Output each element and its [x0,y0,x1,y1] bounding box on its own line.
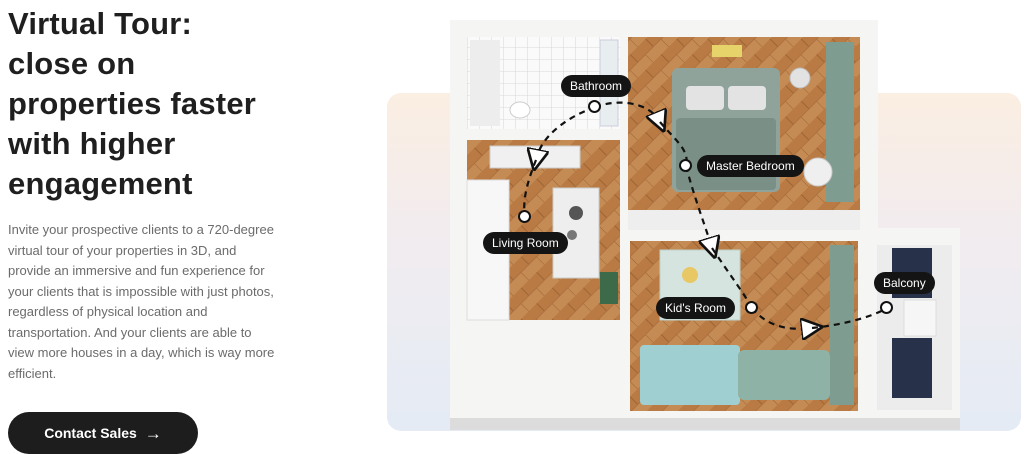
kids-curtain [830,245,854,405]
living-room-tag[interactable]: Living Room [483,232,568,254]
tour-path [684,165,712,248]
hero-title-line: Virtual Tour: [8,6,193,41]
arrow-right-icon: → [144,423,162,443]
bathroom-wall-panel [470,40,500,126]
hero-title-line: close on [8,46,136,81]
bathroom-waypoint[interactable] [588,100,601,113]
living-room-waypoint[interactable] [518,210,531,223]
balcony-blinds [903,299,937,337]
tour-path [594,101,660,122]
kids-bed [640,345,740,405]
master-bed-blanket [676,118,776,190]
kids-room-tag[interactable]: Kid's Room [656,297,735,319]
tour-path [536,105,596,160]
kids-sofa [738,350,830,400]
hero-title-line: properties faster [8,86,257,121]
kids-rug-dot [682,267,698,283]
balcony-curtain [892,338,932,398]
master-bedroom-waypoint[interactable] [679,159,692,172]
master-bedroom-tag[interactable]: Master Bedroom [697,155,804,177]
desk-lamp [712,45,742,57]
master-bedroom-rug [628,210,860,230]
master-bed-pillow [686,86,724,110]
tour-path [751,307,812,329]
tour-path [523,159,538,218]
kids-room-waypoint[interactable] [745,301,758,314]
contact-sales-button[interactable]: Contact Sales → [8,412,198,454]
hero-title-line: engagement [8,166,193,201]
contact-sales-label: Contact Sales [44,425,137,441]
side-table [789,67,811,89]
plant [600,272,618,304]
floorplan-shadow [450,418,960,430]
hero-title-line: with higher [8,126,176,161]
bathroom-tag[interactable]: Bathroom [561,75,632,97]
balcony-tag[interactable]: Balcony [874,272,935,294]
chair [803,157,833,187]
table-decor [567,230,577,240]
hero-description: Invite your prospective clients to a 720… [8,222,275,381]
hero-title: Virtual Tour: close on properties faster… [8,4,308,204]
master-bed-pillow [728,86,766,110]
toilet [509,101,531,119]
table-decor [569,206,583,220]
balcony-waypoint[interactable] [880,301,893,314]
